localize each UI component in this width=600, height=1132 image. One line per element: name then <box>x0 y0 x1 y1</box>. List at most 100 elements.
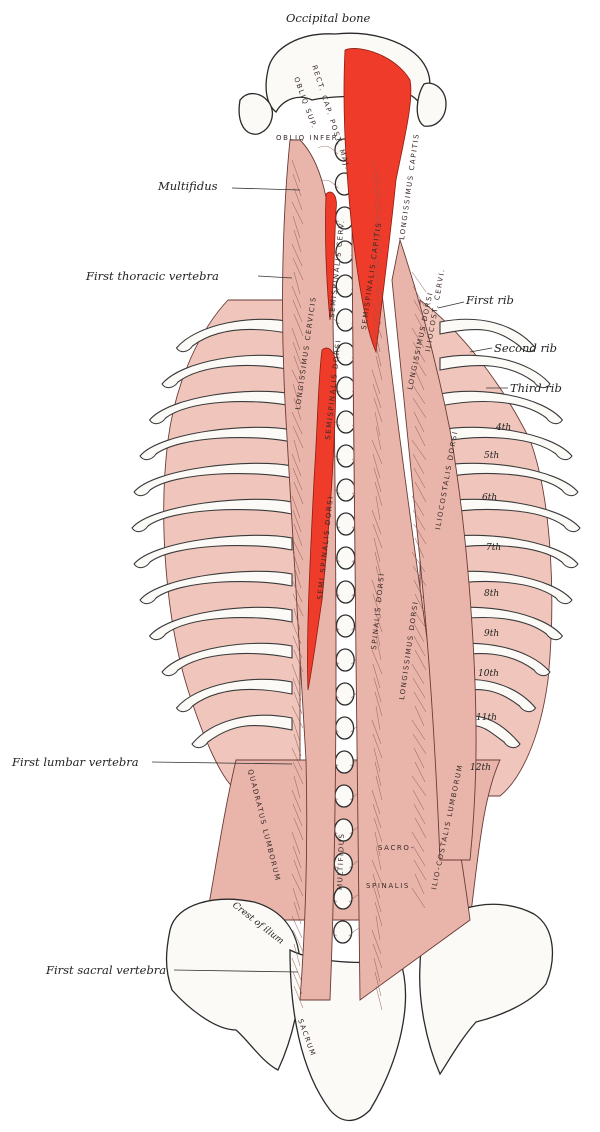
occipital-bone <box>238 32 447 135</box>
left-rib <box>133 534 293 569</box>
fiber-line <box>292 509 302 533</box>
fiber-line <box>291 663 301 687</box>
fiber-line <box>411 383 426 405</box>
left-rib <box>175 678 293 713</box>
fiber-line <box>291 747 303 771</box>
fiber-line <box>291 453 302 477</box>
fiber-line <box>292 341 302 365</box>
fiber-line <box>413 803 426 825</box>
fiber-line <box>373 257 382 283</box>
fiber-line <box>293 523 303 547</box>
fiber-line <box>372 243 381 269</box>
fiber-line <box>292 593 304 617</box>
fiber-line <box>293 985 304 1009</box>
fiber-line <box>373 957 381 983</box>
fiber-line <box>375 635 382 661</box>
fiber-line <box>375 565 383 591</box>
fiber-line <box>412 285 425 307</box>
fiber-line <box>291 159 301 183</box>
label-multifidus: Multifidus <box>157 179 218 193</box>
fiber-line <box>371 229 383 255</box>
fiber-line <box>373 537 381 563</box>
fiber-line <box>412 565 427 587</box>
right-rib <box>439 498 581 533</box>
vertebra <box>334 750 354 774</box>
left-rib <box>191 714 293 749</box>
left-rib <box>148 606 293 641</box>
semispinalis-cervicis-highlight <box>325 191 337 321</box>
vertebra <box>336 580 356 604</box>
fiber-line <box>371 159 381 185</box>
fiber-line <box>372 523 383 549</box>
fiber-line <box>411 831 425 853</box>
fiber-line <box>371 789 381 815</box>
fiber-line <box>374 691 383 717</box>
fiber-line <box>413 859 427 881</box>
fiber-line <box>293 859 303 883</box>
fiber-line <box>412 733 427 755</box>
fiber-line <box>292 719 301 743</box>
left-rib <box>148 390 293 425</box>
vertebra <box>334 716 355 740</box>
rib-number-10: 10th <box>478 669 499 679</box>
vertebra <box>335 614 356 638</box>
label-sacrospinalis-1: SACRO- <box>378 844 415 852</box>
fiber-line <box>371 579 381 605</box>
fiber-line <box>293 775 301 799</box>
vertebra <box>333 920 353 944</box>
label-third-rib: Third rib <box>510 381 562 395</box>
fiber-line <box>412 845 426 867</box>
fiber-line <box>292 635 303 659</box>
vertebra <box>334 784 354 808</box>
fiber-line <box>374 831 381 857</box>
fiber-line <box>414 313 427 335</box>
fiber-line <box>375 495 381 521</box>
fiber-line <box>414 873 425 895</box>
fiber-line <box>375 845 382 871</box>
fiber-line <box>413 411 425 433</box>
fiber-line <box>292 761 304 785</box>
label-second-rib: Second rib <box>494 341 557 355</box>
fiber-line <box>412 789 425 811</box>
fiber-line <box>291 369 304 393</box>
fiber-line <box>374 901 383 927</box>
fiber-line <box>413 691 427 713</box>
fiber-line <box>371 719 382 745</box>
fiber-line <box>371 369 381 395</box>
fiber-line <box>372 593 382 619</box>
fiber-line <box>375 775 383 801</box>
fiber-line <box>373 817 383 843</box>
label-first-sacral-vertebra: First sacral vertebra <box>45 963 166 977</box>
fiber-line <box>375 285 381 311</box>
fiber-line <box>293 691 303 715</box>
fiber-line <box>372 313 383 339</box>
rib-number-8: 8th <box>484 589 499 599</box>
right-rib <box>439 426 573 461</box>
right-rib <box>439 318 537 353</box>
fiber-line <box>293 355 303 379</box>
fiber-line <box>291 873 304 897</box>
fiber-line <box>292 299 303 323</box>
fiber-line <box>374 971 382 997</box>
fiber-line <box>292 173 302 197</box>
fiber-line <box>371 439 383 465</box>
fiber-line <box>373 747 381 773</box>
rib-number-9: 9th <box>484 629 499 639</box>
fiber-line <box>292 383 301 407</box>
fiber-line <box>372 383 382 409</box>
fiber-line <box>292 425 304 449</box>
fiber-line <box>375 215 382 241</box>
fiber-line <box>411 775 427 797</box>
left-rib <box>139 570 293 605</box>
fiber-line <box>374 621 381 647</box>
fiber-line <box>291 915 303 939</box>
left-rib <box>175 318 293 353</box>
fiber-line <box>413 747 425 769</box>
left-rib <box>139 426 293 461</box>
fiber-line <box>411 663 425 685</box>
fiber-line <box>292 551 301 575</box>
fiber-line <box>371 299 382 325</box>
left-rib <box>161 354 293 389</box>
fiber-line <box>373 677 382 703</box>
